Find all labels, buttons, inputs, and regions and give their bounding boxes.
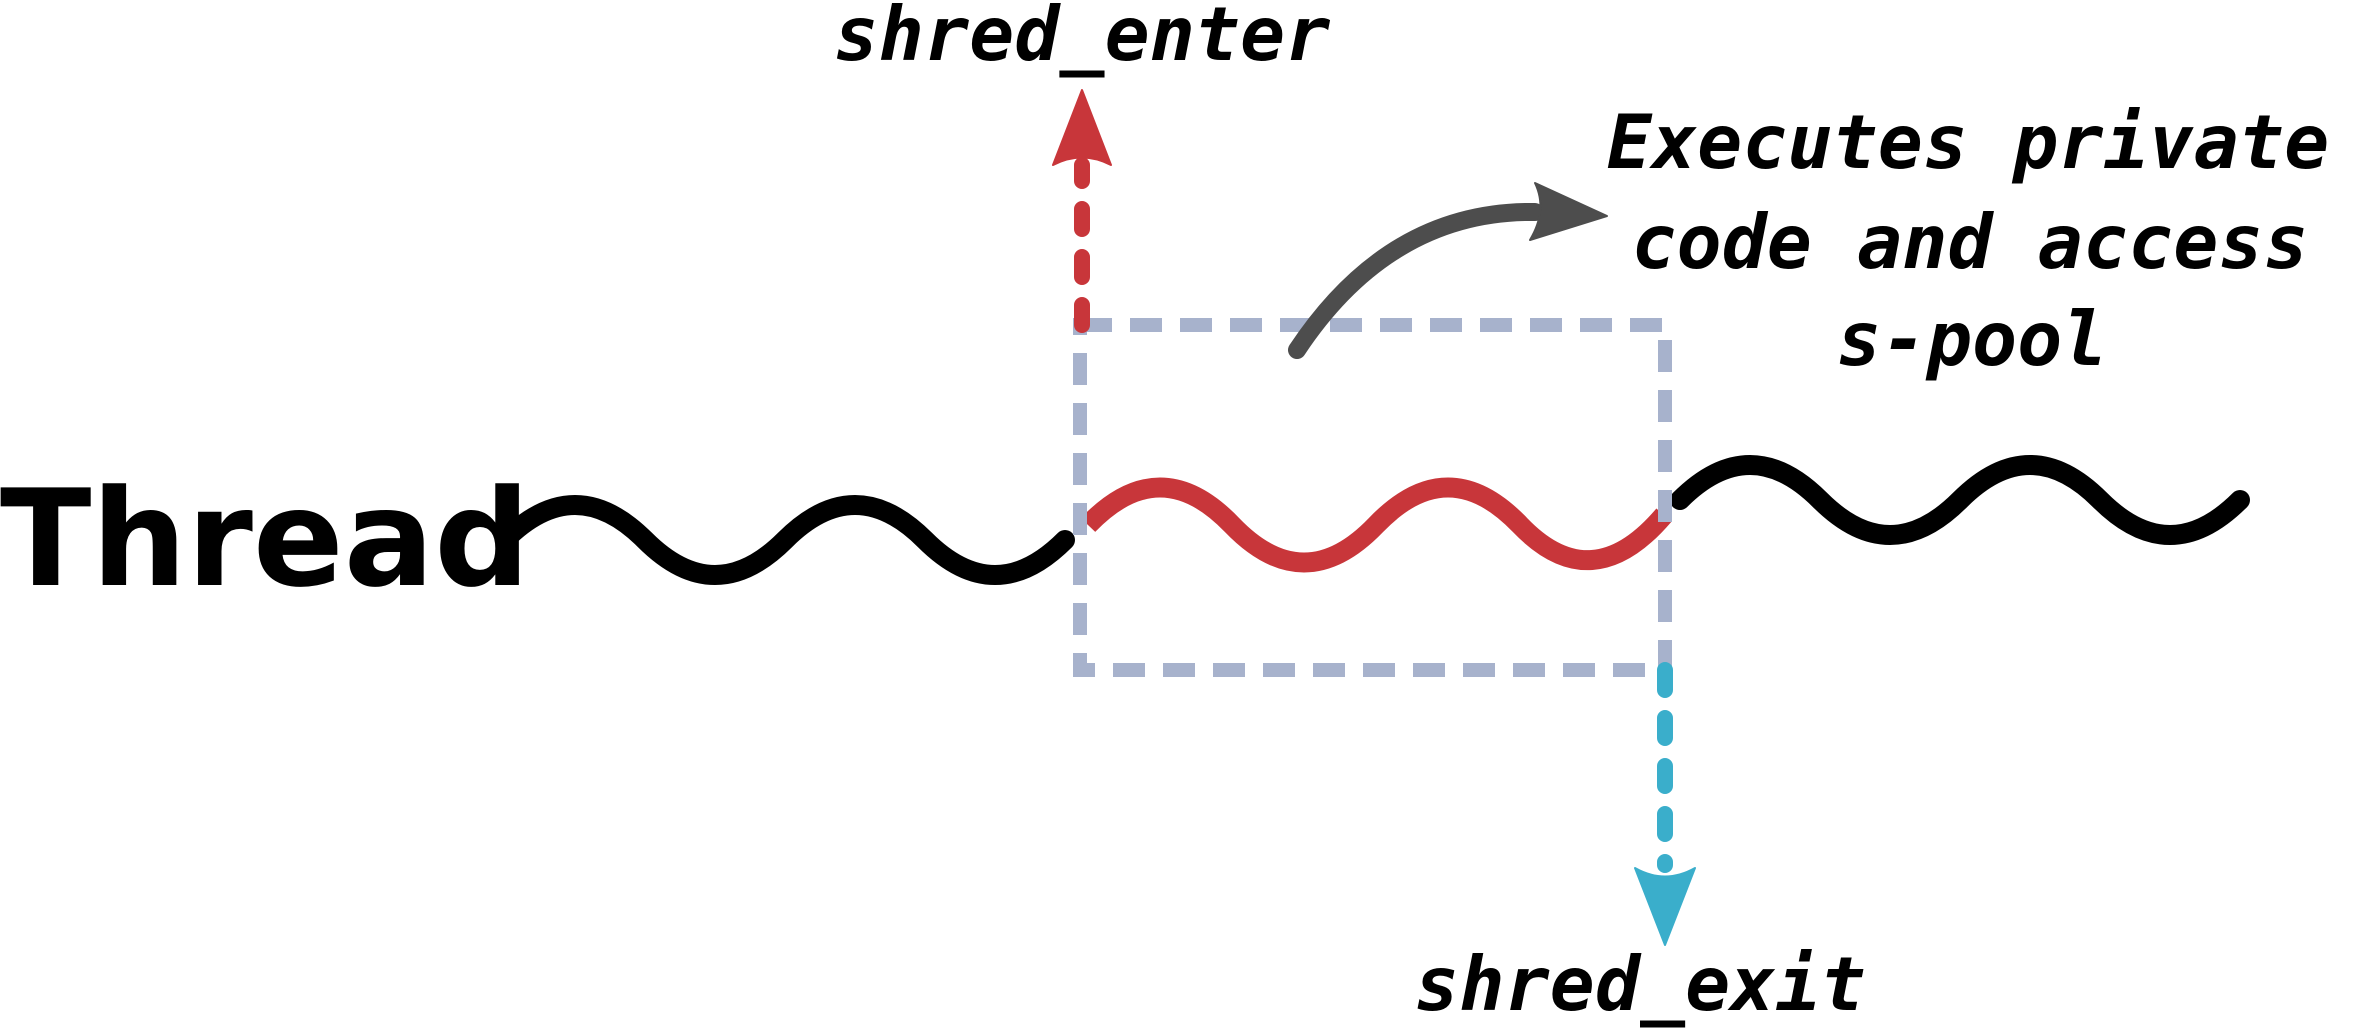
thread-label: Thread bbox=[0, 461, 530, 617]
shred-enter-label: shred_enter bbox=[834, 0, 1331, 78]
shred-exit-arrow bbox=[1634, 662, 1696, 946]
shred-enter-arrow bbox=[1052, 89, 1112, 333]
shred-wave bbox=[1080, 477, 1672, 573]
thread-wave-left bbox=[495, 495, 1075, 585]
annotation-text: Executes private code and access s-pool bbox=[1607, 98, 2329, 383]
shred-region-box bbox=[1073, 318, 1672, 677]
curved-arrow-icon bbox=[1529, 182, 1608, 241]
annotation-line-3: s-pool bbox=[1837, 295, 2108, 383]
annotation-line-2: code and access bbox=[1631, 198, 2308, 286]
arrow-down-icon bbox=[1634, 867, 1696, 946]
annotation-arrow bbox=[1288, 182, 1608, 359]
arrow-up-icon bbox=[1052, 89, 1112, 166]
annotation-line-1: Executes private bbox=[1607, 98, 2329, 186]
thread-wave-right bbox=[1670, 455, 2250, 545]
shred-exit-label: shred_exit bbox=[1414, 940, 1866, 1028]
